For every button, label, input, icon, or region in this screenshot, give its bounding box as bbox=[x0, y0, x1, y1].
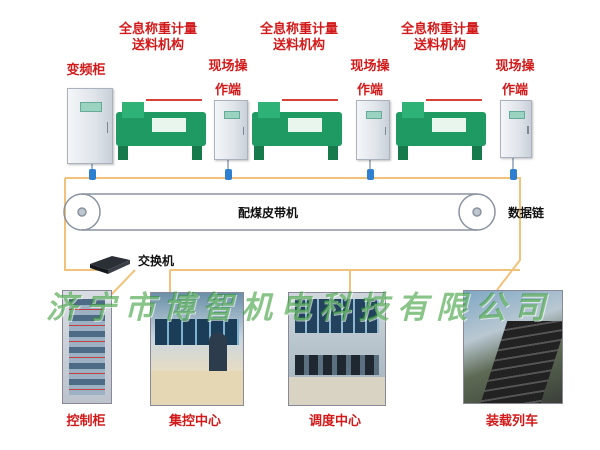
switch-device bbox=[90, 256, 130, 274]
loading-train-photo bbox=[463, 290, 563, 404]
conveyor-belt bbox=[63, 193, 496, 231]
terminal-label-3: 现场操 作端 bbox=[495, 59, 535, 98]
switch-label: 交换机 bbox=[137, 254, 174, 268]
central-control-label: 集控中心 bbox=[168, 414, 221, 429]
vfd-cabinet-label: 变频柜 bbox=[66, 63, 106, 78]
dispatch-center-photo bbox=[288, 292, 386, 406]
node-icon-4 bbox=[510, 169, 517, 180]
data-links bbox=[64, 172, 521, 297]
vfd-cabinet bbox=[67, 88, 113, 164]
data-chain-label: 数据链 bbox=[507, 206, 544, 220]
terminal-cabinet-2 bbox=[356, 100, 390, 160]
company-watermark: 济宁市博智机电科技有限公司 bbox=[46, 290, 553, 326]
node-icon-3 bbox=[367, 169, 374, 180]
terminal-cabinet-1 bbox=[214, 100, 248, 160]
weigher-feeder-2 bbox=[252, 99, 342, 160]
node-icon-2 bbox=[225, 169, 232, 180]
node-icon-1 bbox=[89, 169, 96, 180]
control-cabinet-label: 控制柜 bbox=[66, 414, 106, 429]
terminal-label-2: 现场操 作端 bbox=[350, 59, 390, 98]
central-control-photo bbox=[150, 292, 244, 406]
weigher-label-1: 全息称重计量 送料机构 bbox=[118, 22, 197, 53]
terminal-cabinet-3 bbox=[500, 100, 532, 158]
weigher-feeder-1 bbox=[116, 99, 206, 160]
dispatch-center-label: 调度中心 bbox=[308, 414, 361, 429]
loading-train-label: 装载列车 bbox=[485, 414, 538, 429]
control-cabinet-photo bbox=[62, 290, 112, 404]
weigher-label-3: 全息称重计量 送料机构 bbox=[400, 22, 479, 53]
belt-label: 配煤皮带机 bbox=[237, 206, 298, 220]
weigher-feeder-3 bbox=[396, 99, 486, 160]
weigher-label-2: 全息称重计量 送料机构 bbox=[259, 22, 338, 53]
terminal-label-1: 现场操 作端 bbox=[208, 59, 248, 98]
